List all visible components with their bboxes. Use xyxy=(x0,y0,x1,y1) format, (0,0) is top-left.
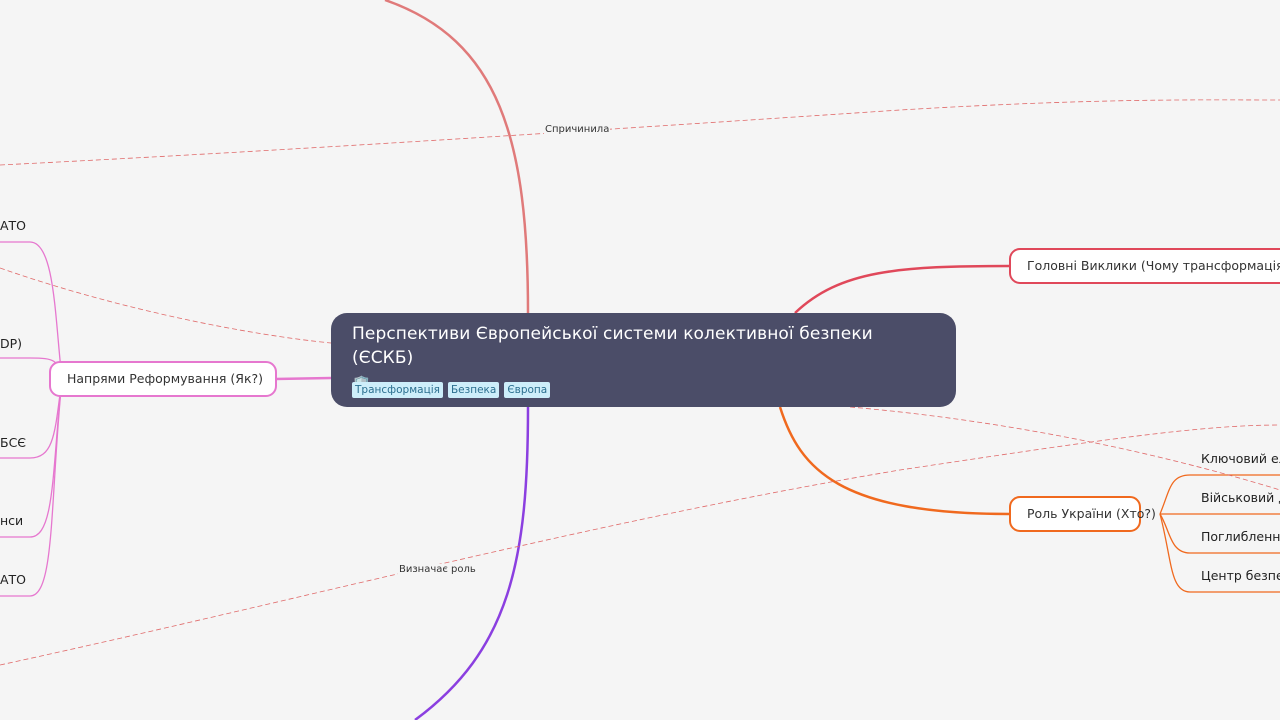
subtopic-reform-4[interactable]: нси xyxy=(0,513,24,528)
reform-subbranches xyxy=(0,241,63,597)
central-title: Перспективи Європейської системи колекти… xyxy=(352,324,873,368)
ukraine-subbranches xyxy=(1159,474,1280,593)
subtopic-reform-2[interactable]: DP) xyxy=(0,336,23,351)
topic-reform-directions[interactable]: Напрями Реформування (Як?) xyxy=(49,361,277,397)
tag[interactable]: Безпека xyxy=(447,382,500,398)
branch-bottom xyxy=(414,406,530,720)
cross-links xyxy=(0,99,1280,666)
subtopic-ukraine-1[interactable]: Ключовий ел xyxy=(1201,451,1280,466)
branch-reform xyxy=(274,376,332,381)
subtopic-reform-5[interactable]: АТО xyxy=(0,572,27,587)
cross-link-label-defines-role: Визначає роль xyxy=(398,564,477,576)
topic-challenges[interactable]: Головні Виклики (Чому трансформація?) xyxy=(1009,248,1280,284)
subtopic-ukraine-4[interactable]: Центр безпе xyxy=(1201,568,1280,583)
cross-link-label-caused: Спричинила xyxy=(544,124,611,136)
tag-list: Трансформація Безпека Європа xyxy=(352,382,551,398)
branch-challenges xyxy=(794,264,1011,314)
tag[interactable]: Європа xyxy=(504,382,551,398)
branch-top xyxy=(384,0,530,314)
topic-ukraine-role[interactable]: Роль України (Хто?) xyxy=(1009,496,1156,532)
subtopic-reform-1[interactable]: АТО xyxy=(0,218,27,233)
subtopic-ukraine-3[interactable]: Поглиблення xyxy=(1201,529,1280,544)
subtopic-reform-3[interactable]: БСЄ xyxy=(0,435,27,450)
subtopic-ukraine-2[interactable]: Військовий д xyxy=(1201,490,1280,505)
central-topic[interactable]: Перспективи Європейської системи колекти… xyxy=(331,313,956,407)
branch-ukraine xyxy=(778,406,1011,516)
tag[interactable]: Трансформація xyxy=(352,382,443,398)
